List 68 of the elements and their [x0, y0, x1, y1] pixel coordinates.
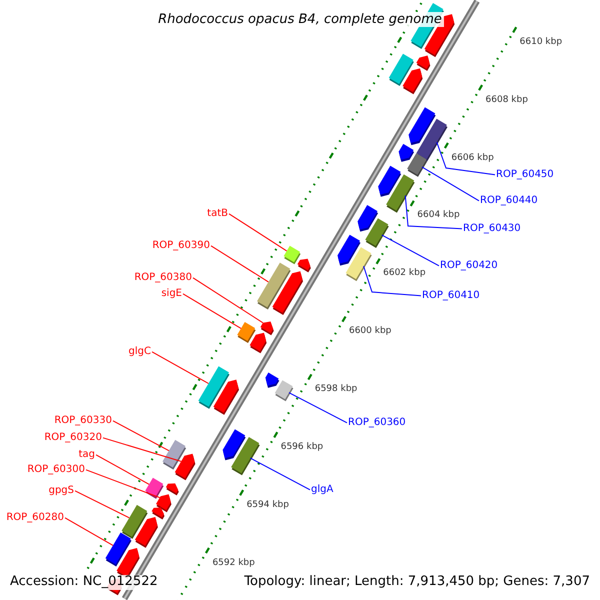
gene-label: glgC	[128, 346, 151, 358]
gene-block	[213, 380, 239, 415]
leader-line	[96, 454, 150, 485]
gene-block	[222, 429, 246, 460]
leader-line	[182, 293, 242, 329]
gene-label: ROP_60410	[422, 290, 480, 302]
gene-block	[378, 166, 402, 197]
scale-label: 6608 kbp	[486, 94, 528, 105]
gene-block	[398, 144, 414, 162]
gene-label: ROP_60360	[348, 417, 406, 428]
gene-label: ROP_60450	[496, 169, 554, 180]
leader-line	[192, 277, 264, 324]
gene-block	[272, 271, 303, 315]
scale-label: 6604 kbp	[417, 210, 460, 221]
leader-line	[152, 351, 209, 384]
scale-label: 6592 kbp	[212, 558, 255, 568]
gene-block	[134, 517, 158, 548]
gene-box	[237, 322, 256, 343]
gene-block	[166, 483, 179, 496]
gene-label: ROP_60440	[480, 195, 538, 206]
leader-line	[64, 517, 114, 546]
gene-box	[274, 380, 294, 402]
gene-block	[358, 205, 378, 232]
leader-line	[404, 195, 462, 230]
gene-label: tatB	[207, 208, 228, 220]
gene-label: ROP_60390	[152, 240, 210, 252]
gene-box	[284, 246, 301, 264]
leader-line	[74, 490, 130, 518]
leader-line	[86, 469, 160, 498]
leader-line	[363, 266, 422, 296]
leader-line	[288, 392, 348, 424]
gene-label: ROP_60420	[440, 260, 498, 272]
gene-block	[265, 372, 280, 388]
gene-label: ROP_60320	[44, 432, 102, 444]
gene-label: gpgS	[48, 485, 74, 496]
gene-label: sigE	[161, 288, 182, 300]
gene-label: ROP_60380	[134, 272, 192, 284]
leader-line	[436, 142, 496, 176]
leader-line	[102, 437, 182, 462]
scale-label: 6610 kbp	[520, 36, 562, 48]
scale-label: 6606 kbp	[451, 152, 494, 163]
gene-label: ROP_60330	[54, 415, 112, 426]
gene-block	[297, 258, 311, 272]
scale-label: 6602 kbp	[383, 268, 426, 279]
leader-line	[422, 166, 480, 202]
scale-label: 6596 kbp	[280, 442, 324, 452]
scale-label: 6598 kbp	[314, 384, 358, 394]
map-title: Rhodococcus opacus B4, complete genome	[156, 12, 444, 27]
gene-label: ROP_60430	[463, 223, 521, 234]
leader-line	[210, 245, 269, 282]
gene-block	[338, 234, 360, 266]
gene-block	[260, 322, 274, 336]
scale-label: 6600 kbp	[348, 326, 392, 336]
gene-block	[152, 508, 164, 520]
gene-label: ROP_60280	[6, 512, 64, 524]
gene-block	[250, 332, 267, 354]
gene-block	[408, 107, 436, 146]
leader-line	[228, 213, 288, 252]
leader-line	[112, 420, 170, 452]
scale-label: 6594 kbp	[246, 500, 289, 510]
gene-block	[402, 68, 423, 94]
gene-label: ROP_60300	[27, 464, 85, 476]
gene-label: tag	[78, 449, 95, 460]
gene-label: glgA	[311, 484, 334, 496]
gene-block	[174, 454, 196, 480]
summary-text: Topology: linear; Length: 7,913,450 bp; Genes: 7,307	[242, 575, 592, 590]
gene-box	[145, 478, 164, 499]
gene-block	[416, 56, 430, 71]
